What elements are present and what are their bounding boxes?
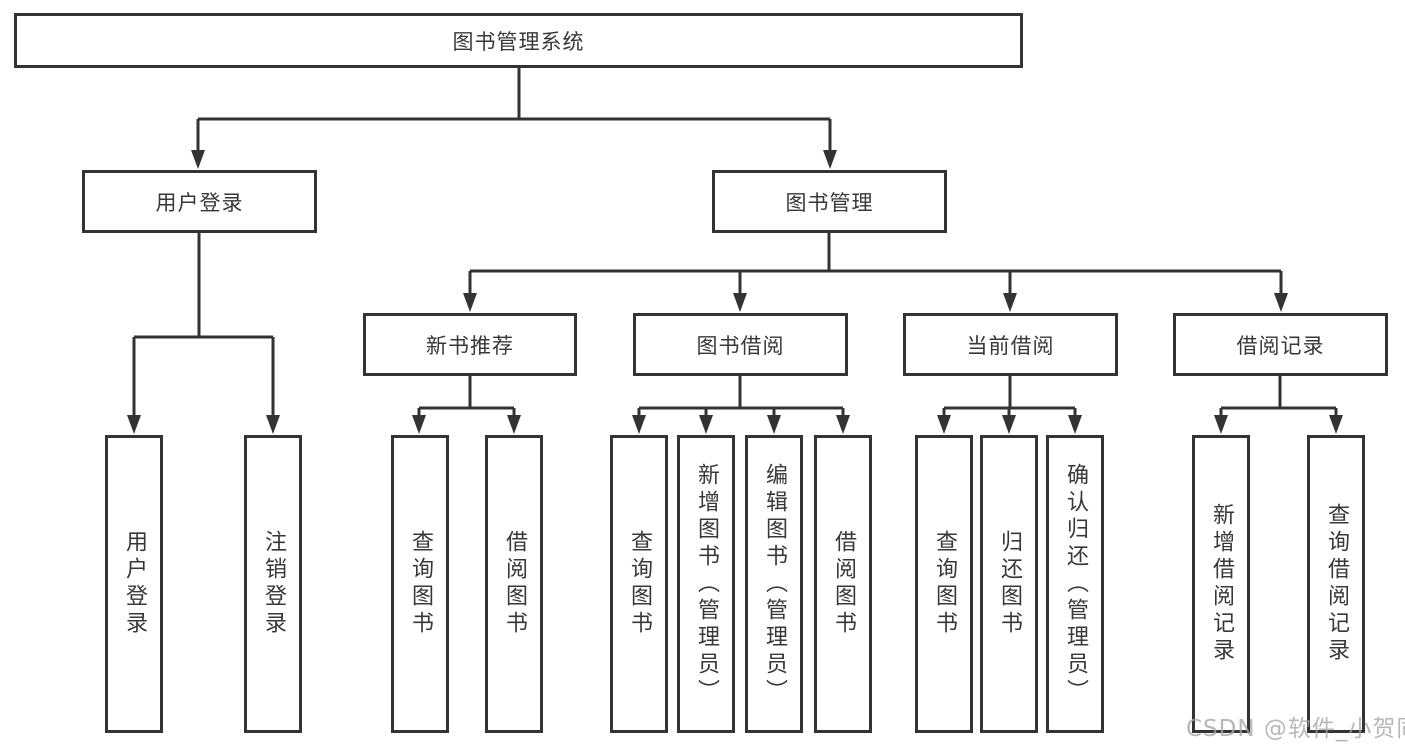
leaf-query-books-borrowing: 查询图书 bbox=[610, 435, 668, 733]
node-label: 图书管理 bbox=[785, 190, 874, 215]
leaf-label: 注销登录 bbox=[261, 530, 286, 638]
connector-book-borrowing bbox=[637, 376, 845, 418]
connector-new-book-recommend bbox=[417, 376, 516, 418]
connector-root bbox=[196, 68, 832, 153]
node-label: 当前借阅 bbox=[966, 333, 1055, 358]
leaf-user-login: 用户登录 bbox=[105, 435, 163, 733]
leaf-label: 归还图书 bbox=[997, 530, 1022, 638]
leaf-confirm-return-admin: 确认归还（管理员） bbox=[1046, 435, 1104, 733]
connector-borrowing-records bbox=[1219, 376, 1338, 418]
leaf-query-borrow-record: 查询借阅记录 bbox=[1307, 435, 1365, 733]
arrowheads bbox=[127, 150, 1343, 434]
leaf-borrow-books: 借阅图书 bbox=[814, 435, 872, 733]
node-label: 新书推荐 bbox=[426, 333, 514, 358]
node-book-borrowing: 图书借阅 bbox=[633, 313, 848, 376]
node-book-management-module: 图书管理 bbox=[712, 170, 947, 233]
csdn-watermark: CSDN @软件_小贺同学 bbox=[1186, 716, 1405, 742]
leaf-label: 查询图书 bbox=[932, 530, 957, 638]
connector-book-management bbox=[468, 233, 1283, 296]
leaf-return-books: 归还图书 bbox=[980, 435, 1038, 733]
leaf-add-borrow-record: 新增借阅记录 bbox=[1192, 435, 1250, 733]
leaf-logout: 注销登录 bbox=[244, 435, 302, 733]
leaf-label: 新增借阅记录 bbox=[1209, 503, 1234, 665]
node-borrowing-records: 借阅记录 bbox=[1173, 313, 1388, 376]
leaf-label: 查询图书 bbox=[627, 530, 652, 638]
leaf-label: 借阅图书 bbox=[502, 530, 527, 638]
node-current-borrowing: 当前借阅 bbox=[903, 313, 1118, 376]
node-user-login-module: 用户登录 bbox=[82, 170, 317, 233]
leaf-label: 编辑图书（管理员） bbox=[762, 462, 787, 706]
leaf-label: 确认归还（管理员） bbox=[1063, 462, 1088, 706]
leaf-edit-books-admin: 编辑图书（管理员） bbox=[745, 435, 803, 733]
node-label: 图书借阅 bbox=[696, 333, 785, 358]
leaf-label: 借阅图书 bbox=[831, 530, 856, 638]
node-label: 用户登录 bbox=[155, 190, 244, 215]
node-label: 借阅记录 bbox=[1236, 333, 1325, 358]
connector-user-login bbox=[132, 233, 275, 418]
leaf-add-books-admin: 新增图书（管理员） bbox=[677, 435, 735, 733]
leaf-label: 查询借阅记录 bbox=[1324, 503, 1349, 665]
leaf-label: 新增图书（管理员） bbox=[694, 462, 719, 706]
node-library-management-system: 图书管理系统 bbox=[14, 13, 1023, 68]
node-new-book-recommend: 新书推荐 bbox=[363, 313, 577, 376]
connector-current-borrowing bbox=[942, 376, 1077, 418]
leaf-borrow-books-recommend: 借阅图书 bbox=[485, 435, 543, 733]
node-label: 图书管理系统 bbox=[452, 29, 585, 54]
leaf-label: 用户登录 bbox=[122, 530, 147, 638]
leaf-label: 查询图书 bbox=[408, 530, 433, 638]
leaf-query-books-recommend: 查询图书 bbox=[391, 435, 449, 733]
leaf-query-books-current: 查询图书 bbox=[915, 435, 973, 733]
